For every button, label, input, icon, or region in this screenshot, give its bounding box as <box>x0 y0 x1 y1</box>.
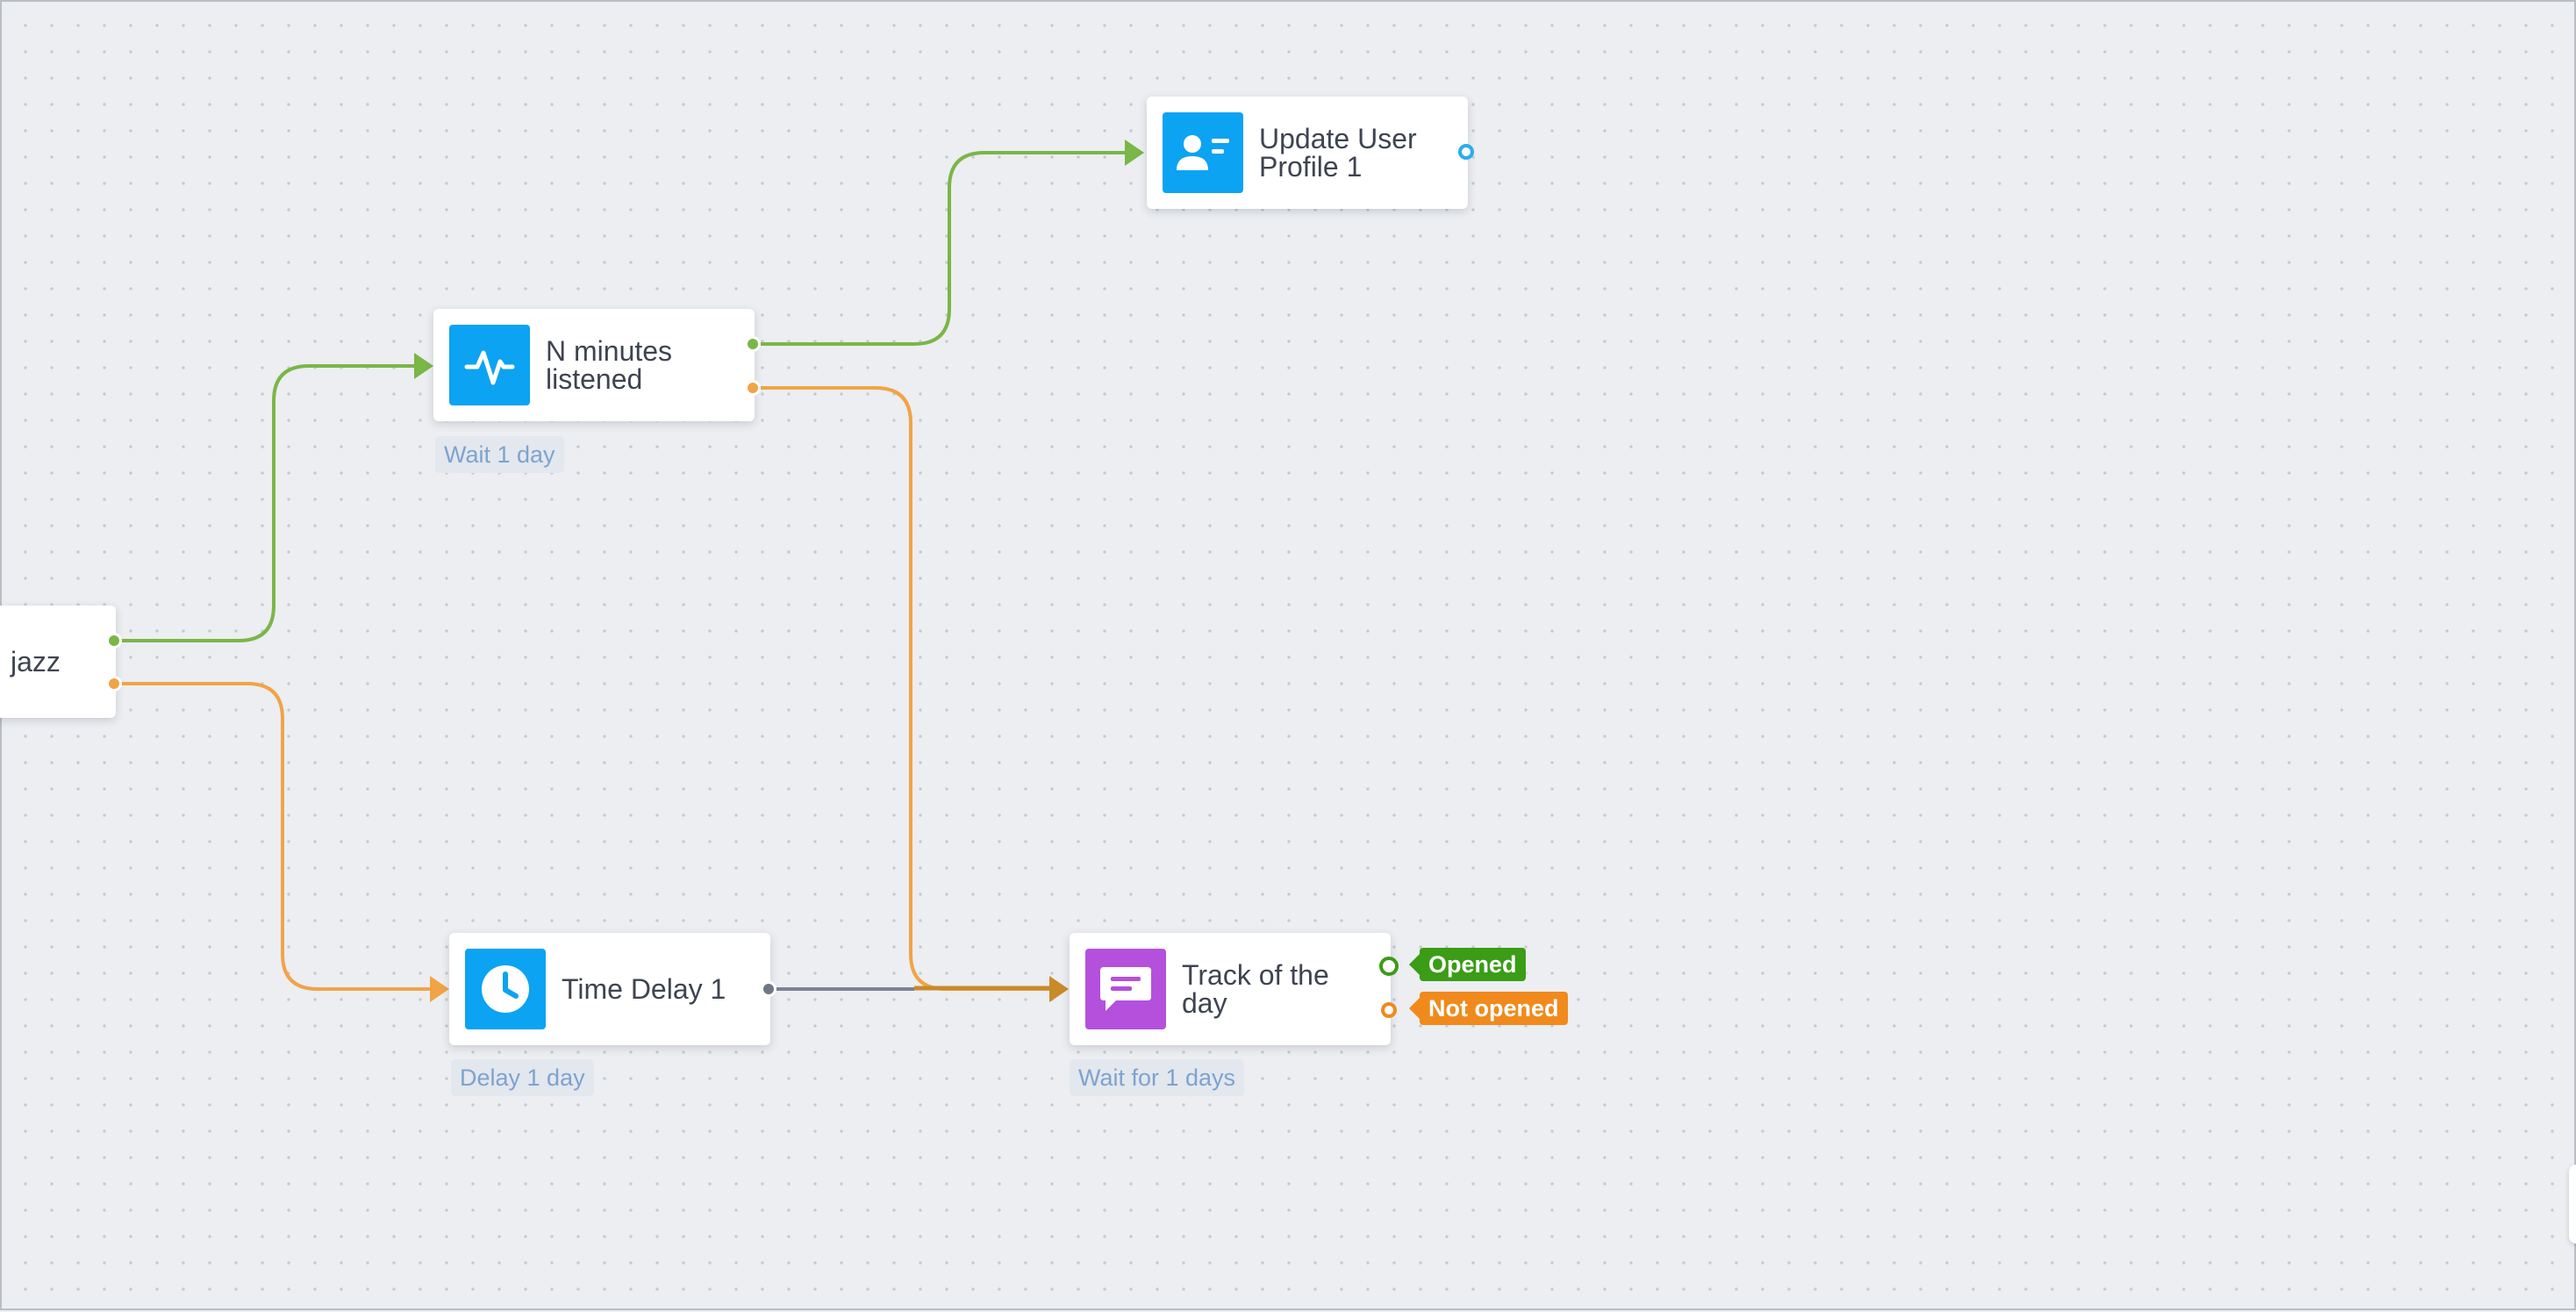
output-port-no[interactable] <box>745 380 761 396</box>
connector-jazz-no[interactable] <box>114 682 430 991</box>
arrowhead <box>1125 140 1144 166</box>
arrowhead <box>414 353 433 379</box>
side-panel-handle[interactable] <box>2569 1165 2576 1244</box>
node-label: Track of the day <box>1182 933 1359 1045</box>
node-time-delay[interactable]: Time Delay 1 <box>449 933 770 1045</box>
opened-badge: Opened <box>1409 948 1526 981</box>
clock-icon <box>465 949 546 1029</box>
label-line: N minutes <box>546 335 673 367</box>
node-label: jazz <box>11 646 61 678</box>
label-line: day <box>1182 987 1227 1019</box>
message-icon <box>1085 949 1166 1029</box>
connector-jazz-yes[interactable] <box>114 364 414 642</box>
wait-caption[interactable]: Wait 1 day <box>435 436 564 473</box>
output-port-not-opened[interactable] <box>1381 1002 1397 1018</box>
delay-caption[interactable]: Delay 1 day <box>451 1059 594 1096</box>
output-port-opened[interactable] <box>1379 957 1399 976</box>
node-jazz[interactable]: jazz <box>0 606 116 718</box>
user-profile-icon <box>1163 112 1243 193</box>
arrowhead <box>430 976 449 1002</box>
pulse-icon <box>449 325 530 405</box>
label-line: listened <box>546 363 643 395</box>
node-track-of-the-day[interactable]: Track of the day <box>1070 933 1391 1045</box>
node-update-user-profile[interactable]: Update User Profile 1 <box>1147 97 1468 209</box>
connector-nminutes-no[interactable] <box>753 386 1049 991</box>
output-port[interactable] <box>1458 144 1474 160</box>
node-n-minutes-listened[interactable]: N minutes listened <box>433 309 755 421</box>
output-port[interactable] <box>761 981 776 997</box>
wait-caption[interactable]: Wait for 1 days <box>1070 1059 1245 1096</box>
not-opened-badge: Not opened <box>1409 992 1568 1025</box>
output-port-no[interactable] <box>106 676 122 692</box>
connector-nminutes-yes[interactable] <box>753 151 1125 346</box>
label-line: Profile 1 <box>1259 151 1363 183</box>
node-label: Update User Profile 1 <box>1259 97 1436 209</box>
label-line: Track of the <box>1182 959 1329 991</box>
output-port-yes[interactable] <box>745 336 761 352</box>
arrowhead <box>1049 976 1069 1002</box>
node-label: N minutes listened <box>546 309 723 421</box>
label-line: Update User <box>1259 123 1417 154</box>
node-label: Time Delay 1 <box>562 973 726 1005</box>
output-port-yes[interactable] <box>106 633 122 649</box>
